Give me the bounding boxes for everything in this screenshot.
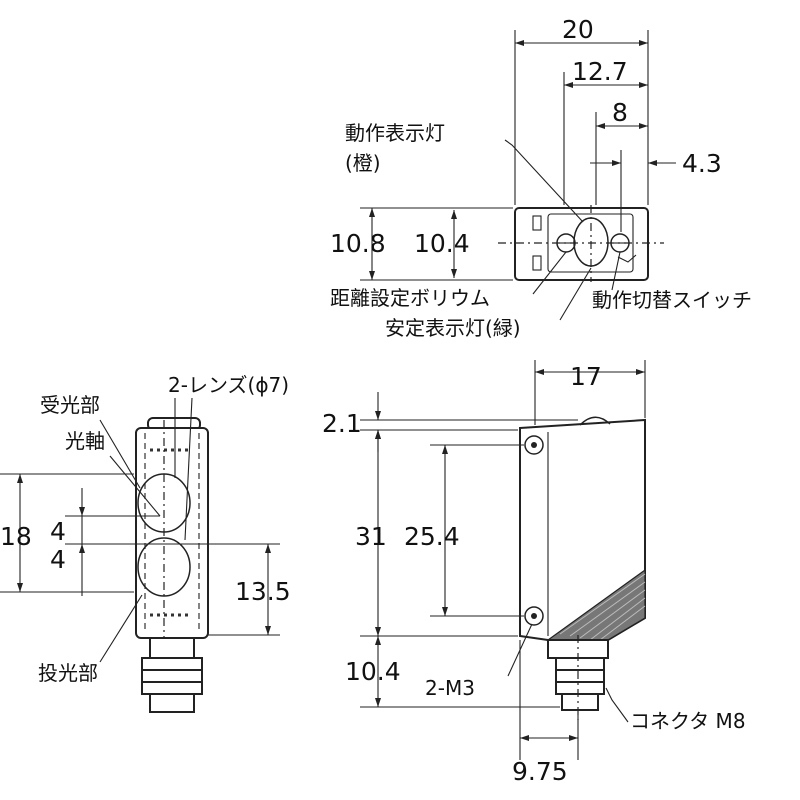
side-view-top-bump — [579, 416, 611, 426]
dim-18: 18 — [0, 522, 32, 551]
dim-13-5: 13.5 — [235, 577, 291, 606]
leader-emitter — [99, 594, 143, 663]
dim-17: 17 — [570, 362, 602, 391]
side-view-lens-cover — [546, 568, 646, 641]
dim-4-lower: 4 — [50, 545, 66, 574]
side-view: 17 2.1 31 25.4 10.4 9.75 2-M3 コネクタ M8 — [322, 360, 746, 786]
front-connector-neck — [149, 637, 195, 659]
label-operation-indicator-color: (橙) — [345, 151, 381, 175]
leader-lens-2 — [184, 397, 193, 541]
label-distance-volume: 距離設定ボリウム — [330, 286, 490, 310]
front-connector-ring-3 — [141, 681, 203, 695]
label-operation-indicator: 動作表示灯 — [345, 121, 445, 145]
leader-receiver — [99, 419, 141, 489]
label-optical-axis: 光軸 — [65, 429, 105, 453]
dim-4-3: 4.3 — [682, 149, 722, 178]
dim-25-4: 25.4 — [404, 522, 460, 551]
side-connector-tip — [561, 693, 599, 711]
top-view: 20 12.7 8 4.3 10.8 10.4 動作表示灯 (橙) 距離設定ボリ… — [330, 15, 752, 340]
label-connector: コネクタ M8 — [630, 709, 746, 733]
dim-4-upper: 4 — [50, 517, 66, 546]
label-mount-holes: 2-M3 — [425, 676, 475, 700]
leader-distance-volume — [532, 251, 567, 295]
label-receiver: 受光部 — [40, 393, 100, 417]
label-mode-switch: 動作切替スイッチ — [592, 288, 752, 312]
dim-2-1: 2.1 — [322, 409, 362, 438]
top-view-slot-upper — [532, 215, 542, 231]
mount-hole-lower — [524, 606, 544, 626]
dim-10-4-side: 10.4 — [345, 657, 401, 686]
leader-connector — [605, 687, 629, 723]
dim-8: 8 — [612, 98, 628, 127]
side-connector-ring-1 — [555, 657, 605, 671]
dim-20: 20 — [562, 15, 594, 44]
mount-hole-upper — [524, 435, 544, 455]
front-connector-ring-1 — [141, 657, 203, 671]
leader-stability-indicator — [559, 267, 592, 321]
front-connector-tip — [149, 693, 195, 713]
front-view-body — [135, 427, 209, 639]
label-emitter: 投光部 — [38, 661, 98, 685]
side-connector-ring-3 — [555, 681, 605, 695]
leader-optical-axis — [109, 455, 161, 517]
dim-10-4-top: 10.4 — [414, 229, 470, 258]
dim-31: 31 — [355, 522, 387, 551]
top-view-mark — [617, 254, 637, 263]
leader-operation-indicator — [504, 139, 584, 223]
leader-mode-switch — [611, 251, 621, 291]
label-lens: 2-レンズ(ϕ7) — [168, 373, 289, 397]
label-stability-indicator: 安定表示灯(緑) — [385, 316, 521, 340]
dim-9-75: 9.75 — [512, 757, 568, 786]
side-connector-ring-2 — [555, 669, 605, 683]
top-view-body — [514, 207, 649, 281]
front-connector-ring-2 — [141, 669, 203, 683]
front-view: 18 4 4 13.5 2-レンズ(ϕ7) 受光部 光軸 投光部 — [0, 373, 291, 713]
dim-12-7: 12.7 — [572, 57, 628, 86]
leader-mount-holes — [507, 623, 533, 677]
dim-10-8: 10.8 — [330, 229, 386, 258]
top-view-slot-lower — [532, 255, 542, 271]
